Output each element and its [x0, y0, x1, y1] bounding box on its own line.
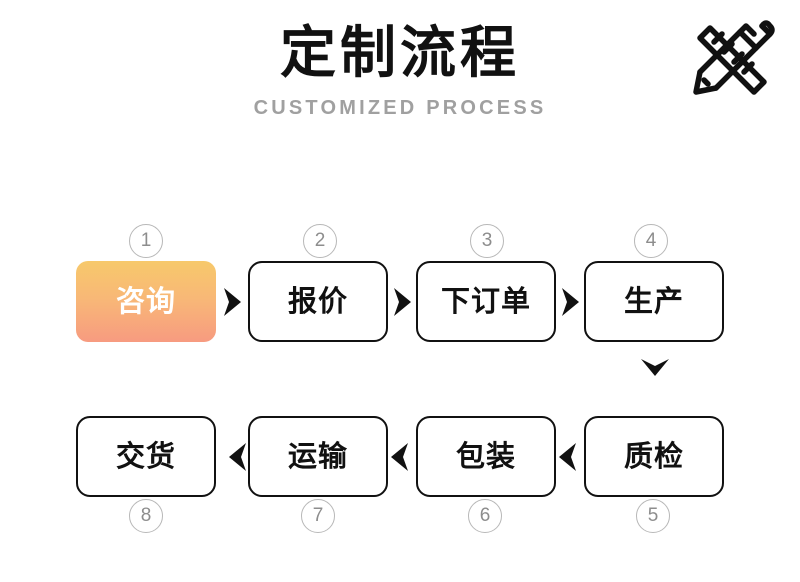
- flow-step-6[interactable]: 包装: [416, 416, 556, 497]
- chevron-left-icon-7-8: [221, 440, 251, 474]
- step-number-badge-4: 4: [634, 224, 668, 258]
- flow-step-8[interactable]: 交货: [76, 416, 216, 497]
- page-title: 定制流程: [280, 21, 520, 86]
- flow-step-7[interactable]: 运输: [248, 416, 388, 497]
- page-subtitle: CUSTOMIZED PROCESS: [253, 97, 547, 119]
- chevron-right-icon-2-3: [389, 285, 419, 319]
- chevron-down-icon-4-5: [638, 355, 672, 383]
- flow-step-7-label: 运输: [287, 439, 348, 473]
- flow-step-1[interactable]: 咨询: [76, 261, 216, 342]
- pencil-ruler-icon: [678, 8, 782, 108]
- flow-step-2-label: 报价: [287, 284, 348, 318]
- step-number-badge-6: 6: [468, 499, 502, 533]
- flow-step-1-label: 咨询: [115, 284, 176, 318]
- flow-step-5-label: 质检: [623, 439, 684, 473]
- chevron-right-icon-1-2: [219, 285, 249, 319]
- chevron-right-icon-3-4: [557, 285, 587, 319]
- step-number-badge-2: 2: [303, 224, 337, 258]
- chevron-left-icon-6-7: [383, 440, 413, 474]
- flow-step-3-label: 下订单: [440, 284, 531, 318]
- flow-step-2[interactable]: 报价: [248, 261, 388, 342]
- step-number-badge-3: 3: [470, 224, 504, 258]
- chevron-left-icon-5-6: [551, 440, 581, 474]
- flow-step-5[interactable]: 质检: [584, 416, 724, 497]
- flow-step-4[interactable]: 生产: [584, 261, 724, 342]
- step-number-badge-5: 5: [636, 499, 670, 533]
- step-number-badge-1: 1: [129, 224, 163, 258]
- flow-step-6-label: 包装: [455, 439, 516, 473]
- flow-step-4-label: 生产: [623, 284, 684, 318]
- flow-step-8-label: 交货: [115, 439, 176, 473]
- flow-step-3[interactable]: 下订单: [416, 261, 556, 342]
- page-header: 定制流程 CUSTOMIZED PROCESS: [0, 0, 800, 120]
- step-number-badge-7: 7: [301, 499, 335, 533]
- step-number-badge-8: 8: [129, 499, 163, 533]
